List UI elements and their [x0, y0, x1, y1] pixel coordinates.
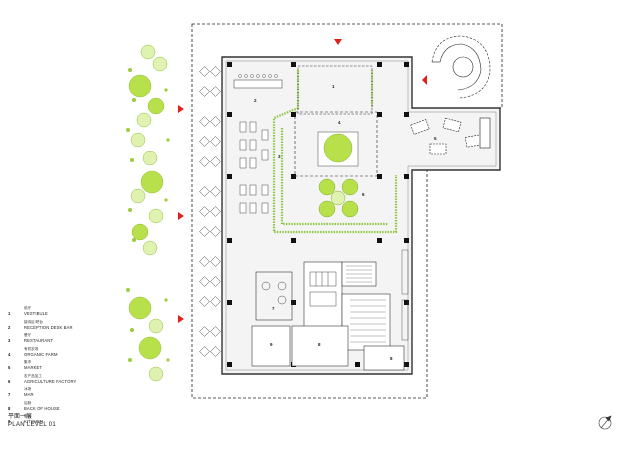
north-arrow-icon	[598, 415, 612, 430]
spiral-ramp	[431, 35, 491, 99]
legend-item: 1 前厅 VESTIBULE	[8, 306, 128, 318]
legend-item: 9 厨房 KITCHEN	[8, 414, 128, 426]
booth-seating	[239, 121, 269, 214]
legend-label-en: VESTIBULE	[24, 311, 48, 316]
legend-label-cn: 有机农场	[24, 346, 39, 351]
legend-item: 7 冰场 MAR	[8, 387, 128, 399]
room-label-6: 6	[362, 192, 365, 197]
legend-number: 2	[8, 324, 11, 330]
landscape-shrubs	[126, 68, 170, 362]
legend-number: 4	[8, 351, 11, 357]
kitchen-equipment	[261, 271, 337, 307]
room-label-8a: 8	[318, 342, 321, 347]
entrance-arrows	[178, 39, 427, 323]
legend-item: 6 农产品加工 AGRICULTURE FACTORY	[8, 374, 128, 386]
market-stalls	[410, 117, 491, 155]
restaurant-tables	[199, 66, 221, 357]
room-label-8b: 8	[390, 356, 393, 361]
legend-item: 8 后勤 BACK OF HOUSE	[8, 401, 128, 413]
legend-label-en: RESTAURANT	[24, 338, 54, 343]
legend-number: 7	[8, 392, 11, 397]
landscape-trees	[128, 44, 168, 382]
entrance-arrow-left-2	[178, 212, 184, 220]
legend-label-cn: 接待区/吧台	[24, 319, 43, 324]
room-labels: 1 2 3 4 5 6 7 8 9 8	[254, 84, 437, 361]
legend-label-en: RECEPTION DESK BAR	[24, 324, 73, 330]
legend-label-cn: 后勤	[24, 400, 32, 405]
legend-label-cn: 冰场	[24, 387, 32, 391]
legend-label-en: KITCHEN	[24, 419, 44, 424]
plan-title-en: PLAN LEVEL 01	[8, 422, 57, 428]
building-outline	[221, 56, 501, 375]
legend: 1 前厅 VESTIBULE 2 接待区/吧台 RECEPTION DESK B…	[8, 306, 128, 428]
legend-item: 4 有机农场 ORGANIC FARM	[8, 347, 128, 359]
site-boundary	[191, 23, 503, 399]
legend-label-en: MAR	[24, 392, 34, 397]
legend-number: 1	[8, 311, 11, 316]
legend-number: 8	[8, 405, 11, 411]
room-label-7: 7	[272, 306, 275, 311]
legend-number: 6	[8, 378, 11, 384]
entrance-arrow-top	[334, 39, 342, 45]
legend-number: 5	[8, 365, 11, 370]
organic-farm-zone	[294, 111, 378, 177]
legend-label-cn: 集市	[24, 360, 32, 364]
legend-label-en: AGRICULTURE FACTORY	[24, 378, 77, 384]
room-label-5: 5	[434, 136, 437, 141]
room-label-3: 3	[278, 154, 281, 159]
legend-label-cn: 农产品加工	[24, 373, 42, 378]
legend-number: 3	[8, 338, 11, 343]
room-label-1: 1	[332, 84, 335, 89]
room-label-2: 2	[254, 98, 257, 103]
inner-wall-line	[225, 60, 497, 371]
east-wall-openings	[401, 249, 409, 341]
legend-item: 3 餐厅 RESTAURANT	[8, 333, 128, 345]
legend-number: 9	[8, 419, 11, 424]
stair-treads	[346, 265, 386, 343]
reception-counter	[233, 79, 283, 89]
interior-trees	[318, 178, 359, 218]
room-label-9: 9	[270, 342, 273, 347]
legend-label-en: ORGANIC FARM	[24, 351, 58, 357]
legend-label-en: BACK OF HOUSE	[24, 405, 60, 411]
legend-label-cn: 厨房	[24, 414, 32, 418]
courtyard-tree	[323, 133, 353, 163]
legend-item: 5 集市 MARKET	[8, 360, 128, 372]
legend-label-cn: 餐厅	[24, 333, 32, 337]
room-label-4: 4	[338, 120, 341, 125]
entrance-arrow-right	[422, 75, 427, 85]
legend-label-cn: 前厅	[24, 306, 32, 310]
entrance-arrow-left-1	[178, 105, 184, 113]
vestibule-zone	[297, 65, 373, 115]
plan-title-cn: 平面一层	[8, 414, 33, 420]
legend-item: 2 接待区/吧台 RECEPTION DESK BAR	[8, 320, 128, 332]
entrance-arrow-left-3	[178, 315, 184, 323]
bar-stools	[238, 74, 278, 78]
legend-label-en: MARKET	[24, 365, 43, 370]
